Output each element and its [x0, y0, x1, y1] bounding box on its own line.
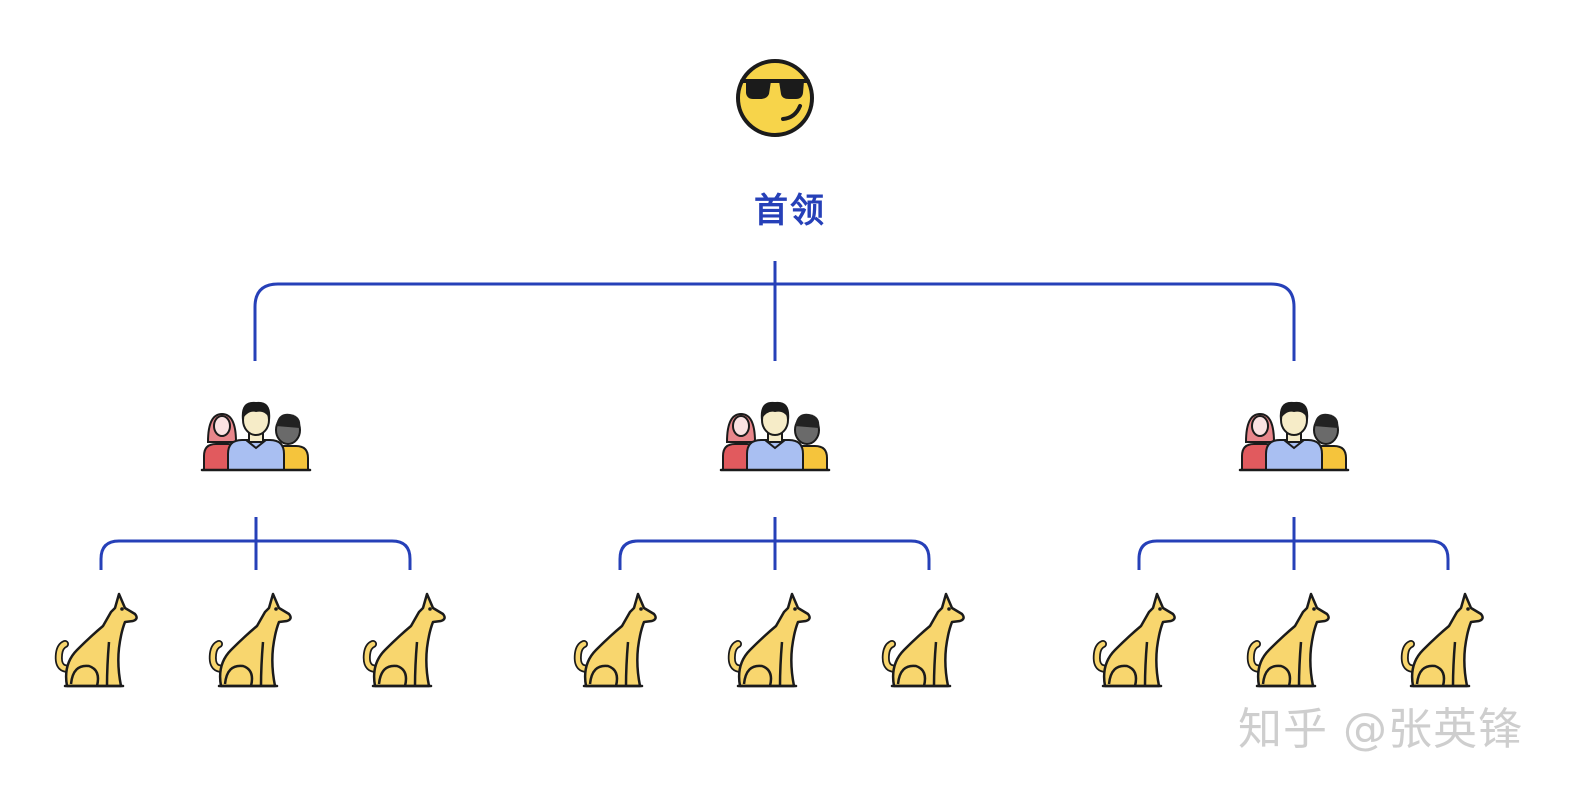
group-1-dog-3-icon	[367, 594, 445, 686]
leader-sunglasses-smiley-icon	[736, 59, 814, 137]
group-1-dog-1-icon	[59, 594, 137, 686]
group-3-connector	[1137, 517, 1450, 570]
group-1-connector	[99, 517, 412, 570]
group-2-connector	[618, 517, 931, 570]
group-2-dog-3-icon	[886, 594, 964, 686]
group-3-dog-3-icon	[1405, 594, 1483, 686]
group-2-dog-1-icon	[578, 594, 656, 686]
group-3-people-icon	[1238, 400, 1350, 472]
watermark-text: 知乎 @张英锋	[1238, 704, 1523, 755]
leader-label: 首领	[754, 191, 826, 231]
group-3-dog-2-icon	[1251, 594, 1329, 686]
group-1-dog-2-icon	[213, 594, 291, 686]
leader-connector	[253, 261, 1296, 361]
group-1-people-icon	[200, 400, 312, 472]
group-2-dog-2-icon	[732, 594, 810, 686]
group-2-people-icon	[719, 400, 831, 472]
group-3-dog-1-icon	[1097, 594, 1175, 686]
